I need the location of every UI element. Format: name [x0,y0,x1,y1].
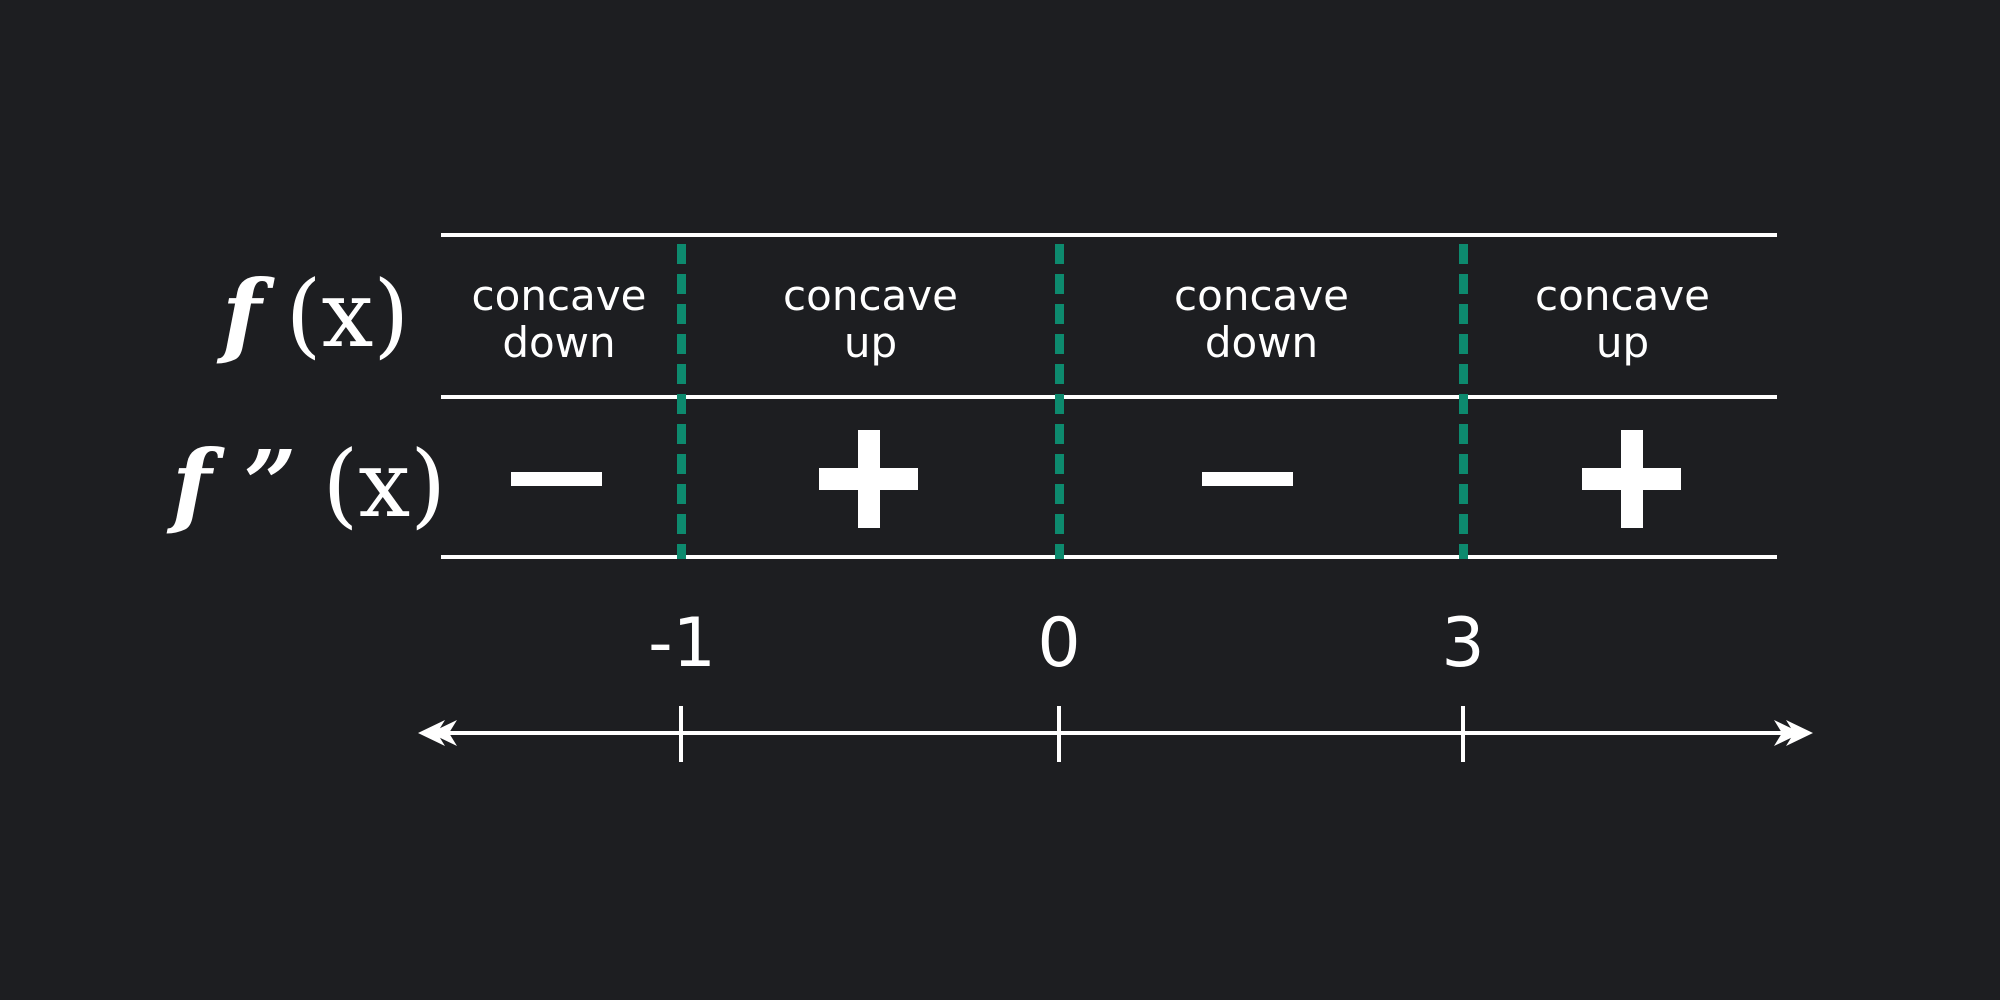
concavity-direction: down [1204,318,1319,367]
left-double-arrow-icon [418,720,457,746]
f-double-prime-label: f ”(x) [172,438,446,531]
interval-3-concavity: concave down [1064,272,1459,366]
critical-point-label-3: 3 [1441,604,1485,683]
concavity-word: concave [471,271,647,320]
table-top-border [441,233,1777,237]
f-of-x-label: f(x) [222,268,409,361]
concavity-word: concave [1174,271,1349,320]
concavity-direction: up [843,318,898,367]
concavity-direction: down [502,318,616,367]
interval-2-concavity: concave up [686,272,1055,366]
concavity-word: concave [783,271,958,320]
function-symbol: f [222,260,262,368]
table-middle-divider [441,395,1777,399]
right-double-arrow-icon [1774,720,1813,746]
critical-line-0 [1055,244,1064,559]
critical-point-label-0: 0 [1037,604,1081,683]
function-argument: (x) [322,431,447,538]
minus-sign-icon [1202,472,1293,486]
interval-4-concavity: concave up [1468,272,1777,366]
minus-sign-icon [511,472,602,486]
tick-3 [1461,706,1465,762]
tick-0 [1057,706,1061,762]
interval-1-concavity: concave down [441,272,677,366]
critical-line-3 [1459,244,1468,559]
critical-point-label-neg1: -1 [648,604,716,683]
table-bottom-border [441,555,1777,559]
tick-neg1 [679,706,683,762]
second-derivative-symbol: f ” [172,430,297,538]
concavity-direction: up [1595,318,1650,367]
critical-line-neg1 [677,244,686,559]
concavity-word: concave [1535,271,1710,320]
function-argument: (x) [285,261,410,368]
plus-sign-icon [819,430,918,528]
plus-sign-icon [1582,430,1681,528]
